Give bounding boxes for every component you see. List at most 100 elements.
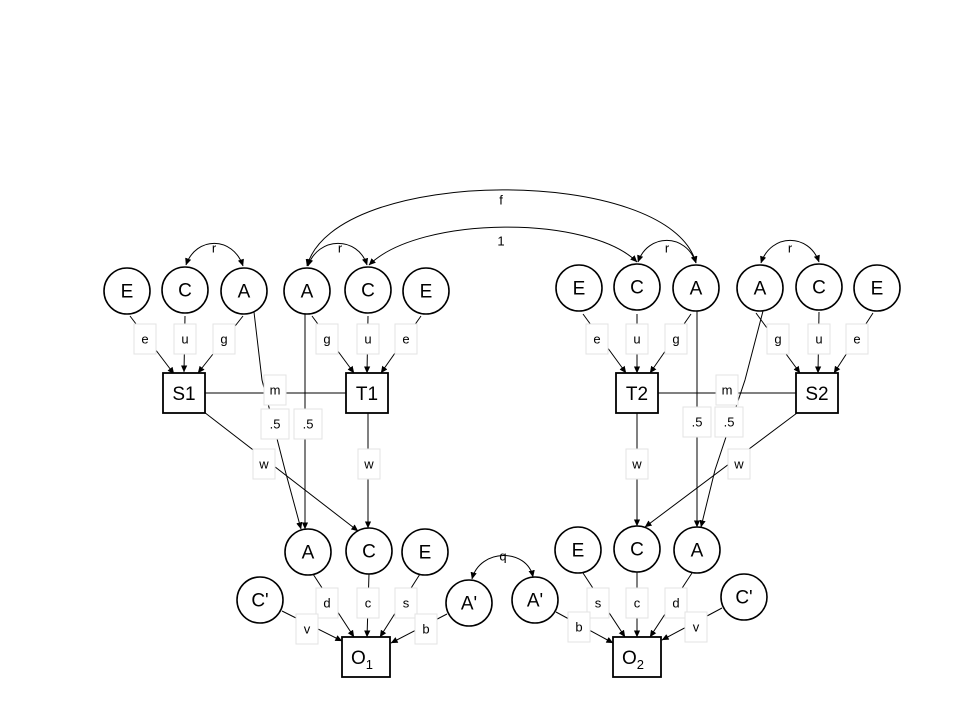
path-coefficient: u [356,323,380,355]
path-coefficient: g [766,323,790,355]
path-coefficient-text: v [693,620,700,635]
latent-node: C' [236,576,284,624]
path-coefficient: s [586,587,610,619]
path-coefficient-box [315,587,339,619]
latent-node: C [345,527,393,575]
path-coefficient: e [585,323,609,355]
latent-circle [720,573,768,621]
path-coefficient-box [414,613,438,645]
path-coefficient-text: u [364,332,371,347]
path-coefficient-text: w [631,457,642,472]
latent-circle [283,267,331,315]
latent-node: C [613,263,661,311]
latent-node: C' [720,573,768,621]
latent-label: A [754,279,767,300]
latent-label: A [690,279,703,300]
correlation-label: r [338,241,343,256]
path-coefficient-box [394,323,418,355]
path-coefficient-text: e [853,332,860,347]
latent-node: A [736,264,784,312]
latent-label: A' [527,591,543,612]
path-coefficient-text: g [774,332,781,347]
path-coefficient-box [585,323,609,355]
path-coefficient-text: s [403,596,410,611]
path-coefficient: e [133,323,157,355]
observed-box [612,636,662,678]
latent-label: E [420,282,433,303]
observed-label: O1 [351,648,373,672]
latent-node: E [554,526,602,574]
correlation-label: r [788,241,793,256]
correlation-arc [368,226,638,266]
path-coefficient: g [315,323,339,355]
path-coefficient-box [315,323,339,355]
latent-node: A [283,267,331,315]
path-coefficient-text: c [365,596,372,611]
path-coefficient-box [356,323,380,355]
observed-label: T1 [356,384,378,405]
observed-label-main: T1 [356,384,378,405]
path-arrow [203,411,359,532]
observed-label-main: S1 [172,384,195,405]
observed-label: S1 [172,384,195,405]
edge-layer [129,189,874,644]
latent-circle [161,266,209,314]
path-coefficient-box [133,323,157,355]
latent-circle [345,527,393,575]
latent-node: C [161,266,209,314]
path-coefficient-box [394,587,418,619]
latent-node: A [284,528,332,576]
latent-label: E [871,279,884,300]
path-coefficient: w [727,448,751,480]
latent-node: C [613,525,661,573]
path-coefficient: g [212,323,236,355]
latent-circle [511,576,559,624]
latent-label: A [238,282,251,303]
path-coefficient-text: u [181,332,188,347]
latent-circle [103,267,151,315]
mating-coefficient: m [263,374,287,406]
path-coefficient: w [625,448,649,480]
path-coefficient-text: e [141,332,148,347]
latent-node: A [220,267,268,315]
path-coefficient: w [252,448,276,480]
path-coefficient-box [664,587,688,619]
latent-node: E [401,528,449,576]
observed-node: S2 [795,372,839,414]
latent-circle [401,528,449,576]
correlation-label: q [499,549,506,564]
path-coefficient: v [295,613,319,645]
latent-node: C [344,266,392,314]
correlation-arc [470,555,535,580]
correlation-label: f [499,193,503,208]
path-coefficient-box [807,323,831,355]
path-coefficient-box [682,406,712,438]
path-coefficient-box [212,323,236,355]
latent-circle [220,267,268,315]
path-coefficient-text: w [733,457,744,472]
path-coefficient-box [295,613,319,645]
latent-label: C [362,542,376,563]
observed-box [341,636,391,678]
latent-label: C [630,540,644,561]
latent-label: E [572,541,585,562]
mating-coefficient-text: m [722,383,733,398]
path-coefficient: s [394,587,418,619]
correlation-label: 1 [497,234,504,249]
path-coefficient: c [625,587,649,619]
path-coefficient: b [414,613,438,645]
latent-node: E [853,264,901,312]
latent-node: E [103,267,151,315]
correlation-label: r [665,241,670,256]
path-coefficient-text: w [363,457,374,472]
path-coefficient: .5 [293,408,323,440]
path-coefficient-text: u [815,332,822,347]
observed-node: O1 [341,636,391,678]
path-coefficient: u [807,323,831,355]
latent-node: E [555,264,603,312]
path-coefficient: e [845,323,869,355]
latent-circle [445,579,493,627]
